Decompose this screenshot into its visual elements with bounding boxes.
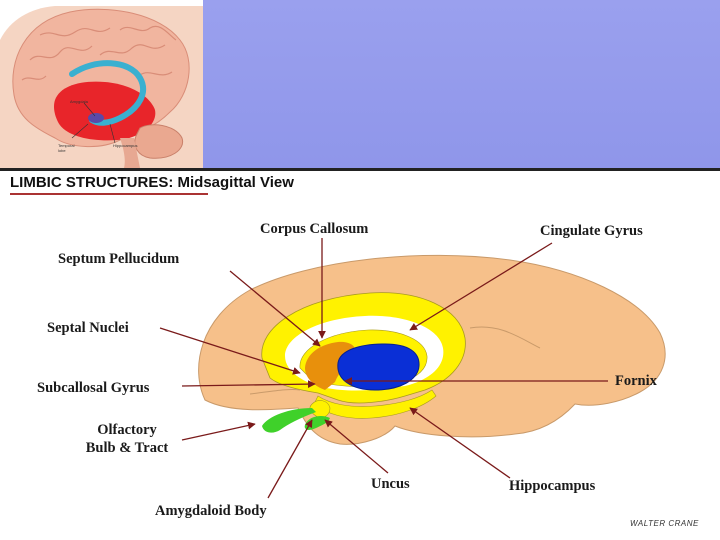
label-septal-nuclei: Septal Nuclei [47, 320, 129, 336]
arrow-olfactory [181, 421, 256, 441]
thumb-label-temporal-lobe: Temporal lobe [58, 143, 75, 153]
thumb-label-hippocampus: Hippocampus [113, 143, 138, 148]
title-main: LIMBIC STRUCTURES: [10, 174, 174, 191]
label-olfactory-line1: Olfactory [97, 422, 157, 438]
label-subcallosal-gyrus: Subcallosal Gyrus [37, 380, 150, 396]
arrow-hippocampus [409, 407, 511, 479]
arrow-septum-pellucidum [229, 270, 321, 347]
label-olfactory: Olfactory Bulb & Tract [70, 421, 184, 457]
label-corpus-callosum: Corpus Callosum [260, 221, 369, 237]
arrow-septal-nuclei [159, 327, 301, 375]
thumb-label-amygdala: Amygdala [70, 99, 88, 104]
artist-signature: WALTER CRANE [630, 519, 699, 528]
brain-thumbnail-image: Amygdala Temporal lobe Hippocampus [0, 0, 203, 168]
title-underline [10, 193, 208, 195]
arrow-uncus [324, 419, 389, 474]
label-hippocampus: Hippocampus [509, 478, 596, 494]
limbic-diagram [159, 238, 666, 499]
title-band [203, 0, 720, 168]
title-sub: Midsagittal View [177, 174, 294, 191]
label-olfactory-line2: Bulb & Tract [85, 440, 169, 456]
label-uncus: Uncus [371, 476, 410, 492]
olfactory-bulb [262, 408, 316, 433]
label-septum-pellucidum: Septum Pellucidum [58, 251, 180, 267]
diagram-title: LIMBIC STRUCTURES: Midsagittal View [10, 174, 294, 191]
arrow-subcallosal-gyrus [181, 380, 316, 389]
lateral-ventricle [337, 343, 420, 391]
hippocampal-formation [313, 389, 437, 419]
label-fornix: Fornix [615, 373, 657, 389]
label-cingulate-gyrus: Cingulate Gyrus [540, 223, 643, 239]
arrow-cingulate-gyrus [409, 242, 553, 331]
label-amygdaloid-body: Amygdaloid Body [155, 503, 267, 519]
arrow-amygdaloid-body [267, 419, 313, 499]
